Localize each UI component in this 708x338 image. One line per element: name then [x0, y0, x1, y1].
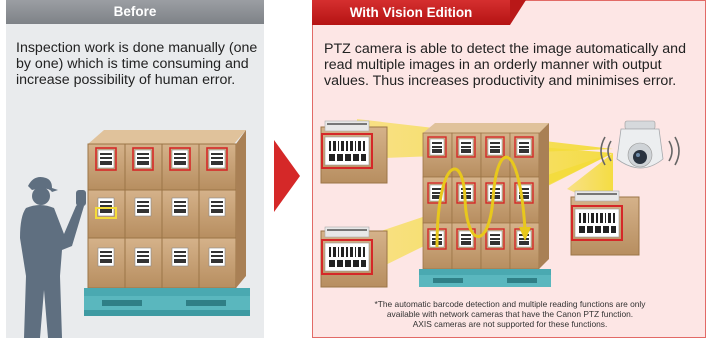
arrow-right-icon: [274, 140, 300, 212]
footnote-line-3: AXIS cameras are not supported for these…: [412, 319, 608, 329]
after-description: PTZ camera is able to detect the image a…: [324, 41, 686, 89]
person-inspector-icon: [20, 177, 86, 338]
after-panel: With Vision Edition PTZ camera is able t…: [312, 0, 706, 338]
vision-diagram: [320, 119, 680, 288]
footnote-line-1: *The automatic barcode detection and mul…: [374, 299, 646, 309]
after-header: With Vision Edition: [312, 0, 526, 25]
footnote-line-2: available with network cameras that have…: [386, 309, 634, 319]
footnote: *The automatic barcode detection and mul…: [323, 299, 697, 329]
before-description: Inspection work is done manually (one by…: [16, 40, 258, 88]
before-panel: Before Inspection work is done manually …: [6, 0, 264, 338]
before-header: Before: [6, 0, 264, 24]
before-box-stack: [84, 130, 250, 316]
ptz-camera-icon: [600, 120, 680, 169]
